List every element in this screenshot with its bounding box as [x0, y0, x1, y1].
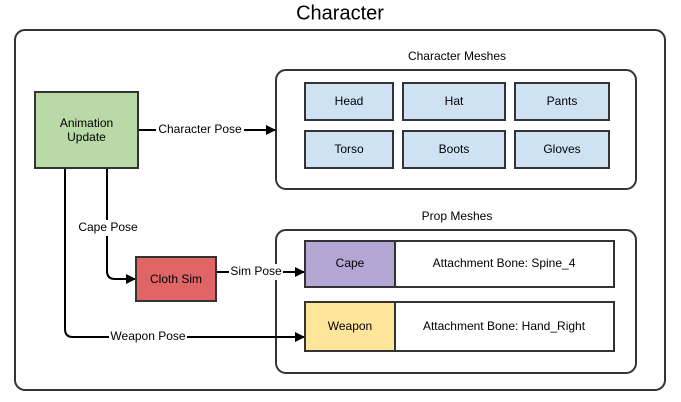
- edge-cape-pose: [106, 168, 136, 284]
- node-cloth-sim[interactable]: Cloth Sim: [135, 256, 217, 302]
- svg-text:Pants: Pants: [547, 94, 578, 108]
- diagram-title: Character: [296, 2, 384, 24]
- cape-attachment: Attachment Bone: Spine_4: [433, 256, 576, 270]
- label-character-pose: Character Pose: [158, 122, 242, 136]
- edge-weapon-pose: [64, 168, 305, 342]
- svg-text:Torso: Torso: [334, 142, 364, 156]
- svg-text:Boots: Boots: [439, 142, 470, 156]
- mesh-torso[interactable]: Torso: [304, 130, 394, 169]
- svg-text:Weapon: Weapon: [328, 319, 372, 333]
- cloth-sim-label: Cloth Sim: [150, 272, 202, 286]
- character-meshes-label: Character Meshes: [408, 49, 506, 63]
- node-animation-update[interactable]: Animation Update: [34, 91, 139, 169]
- label-sim-pose: Sim Pose: [230, 264, 282, 278]
- svg-text:Cape: Cape: [336, 256, 365, 270]
- svg-text:Hat: Hat: [445, 94, 464, 108]
- prop-meshes-label: Prop Meshes: [422, 209, 493, 223]
- mesh-gloves[interactable]: Gloves: [514, 130, 610, 169]
- svg-text:Head: Head: [335, 94, 364, 108]
- animation-update-label: Animation Update: [59, 116, 114, 144]
- prop-cape[interactable]: Cape Attachment Bone: Spine_4: [304, 240, 615, 288]
- prop-weapon[interactable]: Weapon Attachment Bone: Hand_Right: [304, 301, 615, 352]
- mesh-boots[interactable]: Boots: [402, 130, 506, 169]
- label-weapon-pose: Weapon Pose: [110, 329, 185, 343]
- weapon-attachment: Attachment Bone: Hand_Right: [423, 319, 586, 333]
- label-cape-pose: Cape Pose: [78, 220, 138, 234]
- mesh-hat[interactable]: Hat: [402, 82, 506, 121]
- mesh-head[interactable]: Head: [304, 82, 394, 121]
- mesh-pants[interactable]: Pants: [514, 82, 610, 121]
- svg-text:Gloves: Gloves: [543, 142, 580, 156]
